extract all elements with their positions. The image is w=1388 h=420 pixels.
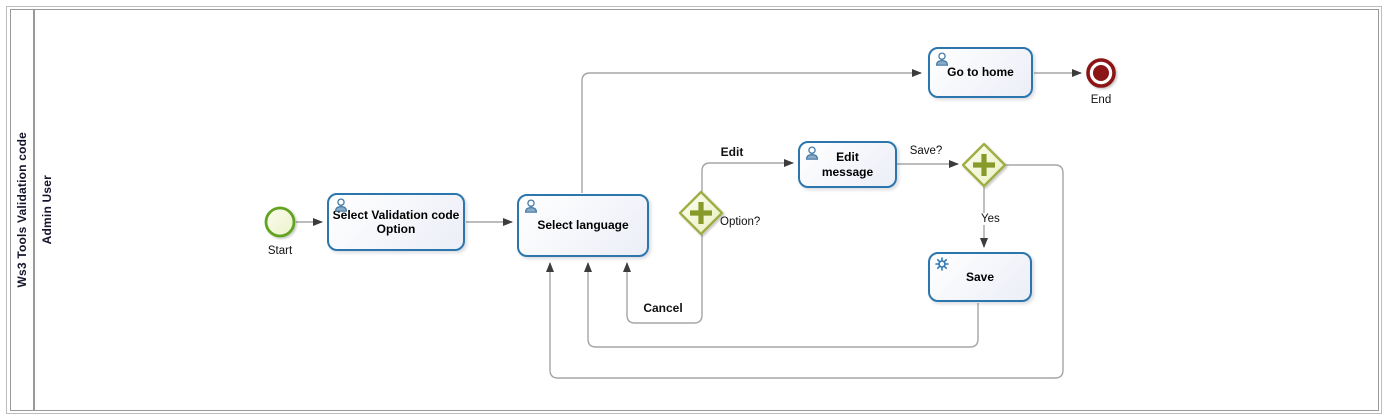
task-select-language[interactable]: Select language [517,194,649,257]
canvas-frame [6,6,1382,414]
gateway-option-label: Option? [720,216,761,228]
task-label: Edit message [821,150,874,179]
task-label: Save [965,269,995,284]
pool-ws3-tools: Ws3 Tools Validation code Admin User [10,9,1379,411]
parallel-gateway-option[interactable] [678,190,724,236]
task-go-to-home[interactable]: Go to home [928,47,1033,98]
sequence-flows [296,69,1082,379]
parallel-gateway-save[interactable] [961,142,1007,188]
flow-select-language-to-go-home [581,69,922,193]
flow-label-save-question: Save? [909,145,943,157]
start-event-circle[interactable] [264,206,296,238]
flow-save-gateway-loop-to-select-language [546,164,1064,379]
plus-icon [973,154,995,176]
task-save[interactable]: Save [928,252,1032,302]
start-event[interactable] [264,206,296,238]
start-event-label: Start [267,245,293,257]
gear-icon [935,257,949,271]
end-event-dot [1093,65,1109,81]
flow-label-edit: Edit [720,145,744,159]
flow-option-gateway-cancel-to-select-language [623,234,703,324]
flow-label-cancel: Cancel [643,301,683,315]
flow-label-yes: Yes [980,213,1001,225]
user-icon [935,52,949,66]
end-event-label: End [1090,94,1112,106]
plus-icon [690,202,712,224]
task-edit-message[interactable]: Edit message [798,141,897,188]
pool-title-band: Ws3 Tools Validation code [11,10,35,410]
user-icon [334,198,348,212]
user-icon [524,199,538,213]
task-label: Select Validation code Option [332,207,460,236]
task-label: Go to home [947,65,1014,80]
user-icon [805,146,819,160]
flow-save-to-select-language [584,262,979,348]
end-event[interactable] [1086,58,1116,88]
task-select-validation-code-option[interactable]: Select Validation code Option [327,193,465,251]
task-label: Select language [537,218,629,233]
flow-option-gateway-to-edit-message [701,159,794,192]
